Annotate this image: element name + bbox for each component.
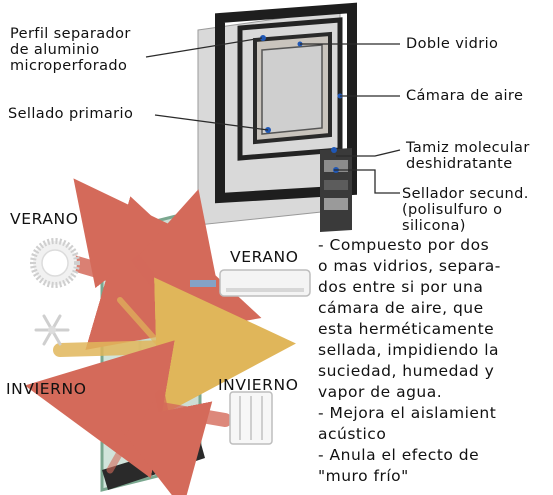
callout-sellador-secund: Sellador secund. (polisulfuro o silicona… [402, 186, 529, 234]
callout-camara-aire: Cámara de aire [406, 88, 524, 104]
heat-arrows [24, 178, 296, 495]
callout-sellado-primario: Sellado primario [8, 106, 134, 122]
season-verano-right: VERANO [230, 248, 299, 266]
seal-dot [260, 35, 266, 41]
heat-down-arrow [114, 390, 213, 495]
callout-tamiz: Tamiz molecular deshidratante [406, 140, 530, 172]
window-profile [197, 2, 357, 232]
season-verano-left: VERANO [10, 210, 79, 228]
callout-doble-vidrio: Doble vidrio [406, 36, 499, 52]
callout-perfil: Perfil separador de aluminio microperfor… [10, 26, 131, 74]
glass-inner [261, 44, 323, 135]
light-arrow [53, 277, 296, 418]
description-text: - Compuesto por dos o mas vidrios, separ… [318, 236, 501, 485]
light-arrow-2 [117, 297, 163, 348]
snowflake-icon [34, 314, 70, 346]
season-invierno-right: INVIERNO [218, 376, 299, 394]
air-conditioner-icon [190, 269, 311, 297]
leader-lines [145, 37, 401, 194]
heat-down-arrow-2 [106, 396, 154, 474]
seal-dot [331, 147, 337, 153]
sun-icon [30, 238, 80, 288]
season-invierno-left: INVIERNO [6, 380, 87, 398]
radiator-icon [229, 391, 273, 445]
